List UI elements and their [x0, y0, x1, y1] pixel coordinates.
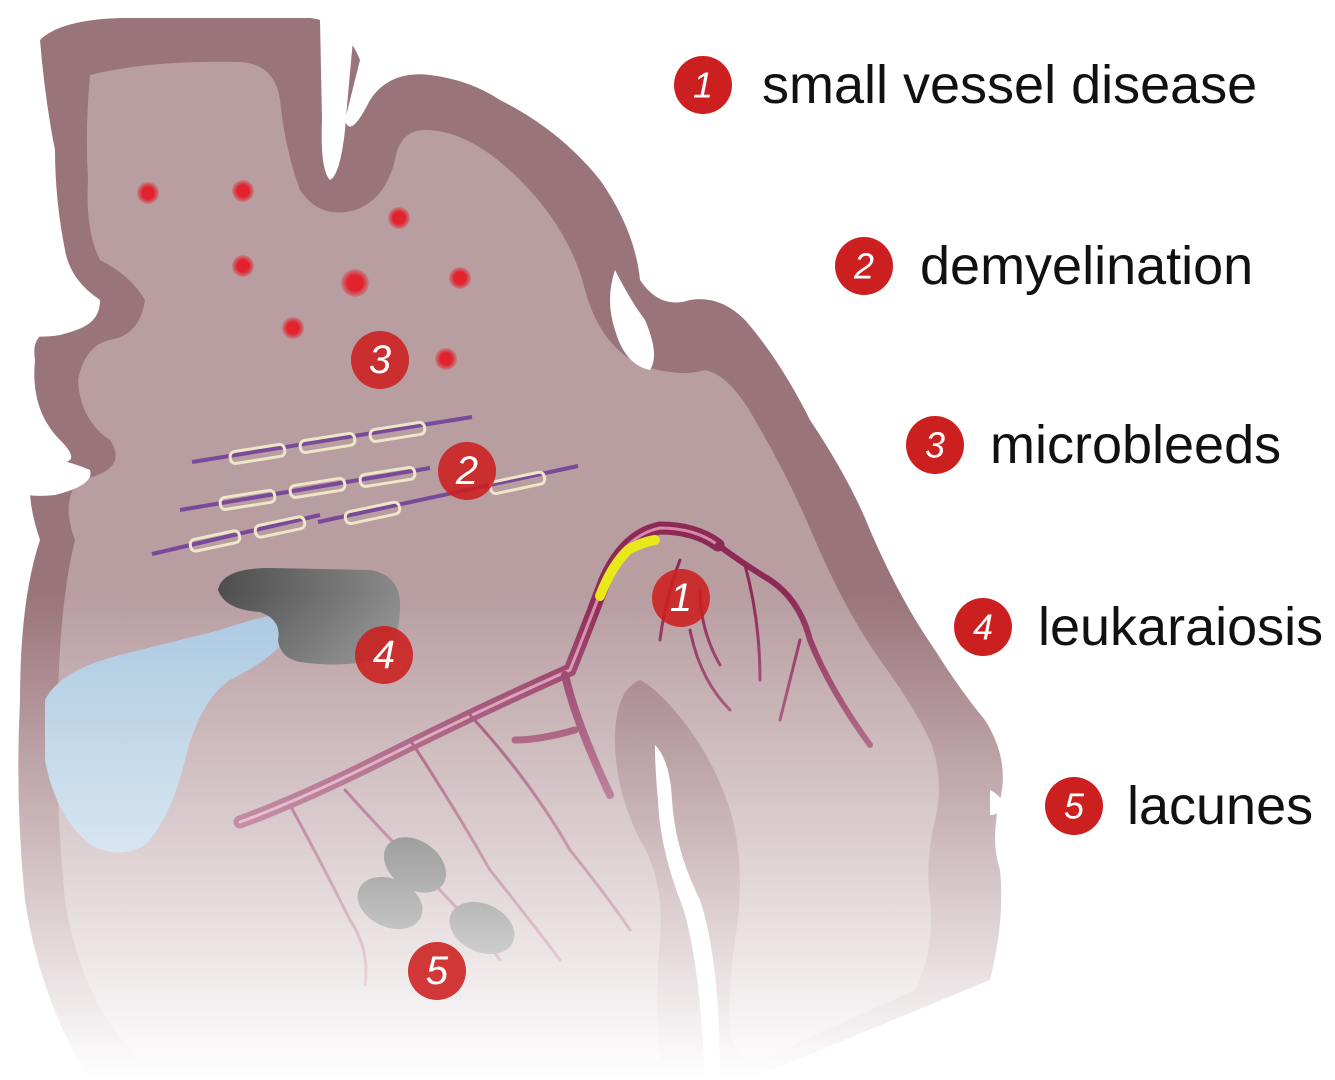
- legend-label: small vessel disease: [762, 55, 1257, 115]
- legend-number: 5: [1064, 786, 1085, 827]
- marker-2-number: 2: [455, 449, 478, 493]
- marker-3: 3: [351, 331, 409, 389]
- marker-4-number: 4: [373, 633, 395, 677]
- marker-2: 2: [438, 442, 496, 500]
- legend-label: demyelination: [920, 236, 1253, 296]
- legend-number: 2: [853, 246, 874, 287]
- legend-item-lacunes: 5 lacunes: [1045, 776, 1313, 836]
- marker-4: 4: [355, 626, 413, 684]
- marker-5: 5: [408, 942, 466, 1000]
- legend-number: 4: [973, 607, 993, 648]
- marker-5-number: 5: [426, 949, 449, 993]
- legend-number: 1: [693, 65, 713, 106]
- legend-item-small-vessel-disease: 1 small vessel disease: [674, 55, 1257, 115]
- marker-1-number: 1: [670, 576, 692, 620]
- marker-3-number: 3: [369, 338, 391, 382]
- marker-1: 1: [652, 569, 710, 627]
- legend-label: lacunes: [1127, 776, 1313, 836]
- legend-label: leukaraiosis: [1038, 597, 1323, 657]
- legend-number: 3: [925, 425, 945, 466]
- legend-label: microbleeds: [990, 415, 1281, 475]
